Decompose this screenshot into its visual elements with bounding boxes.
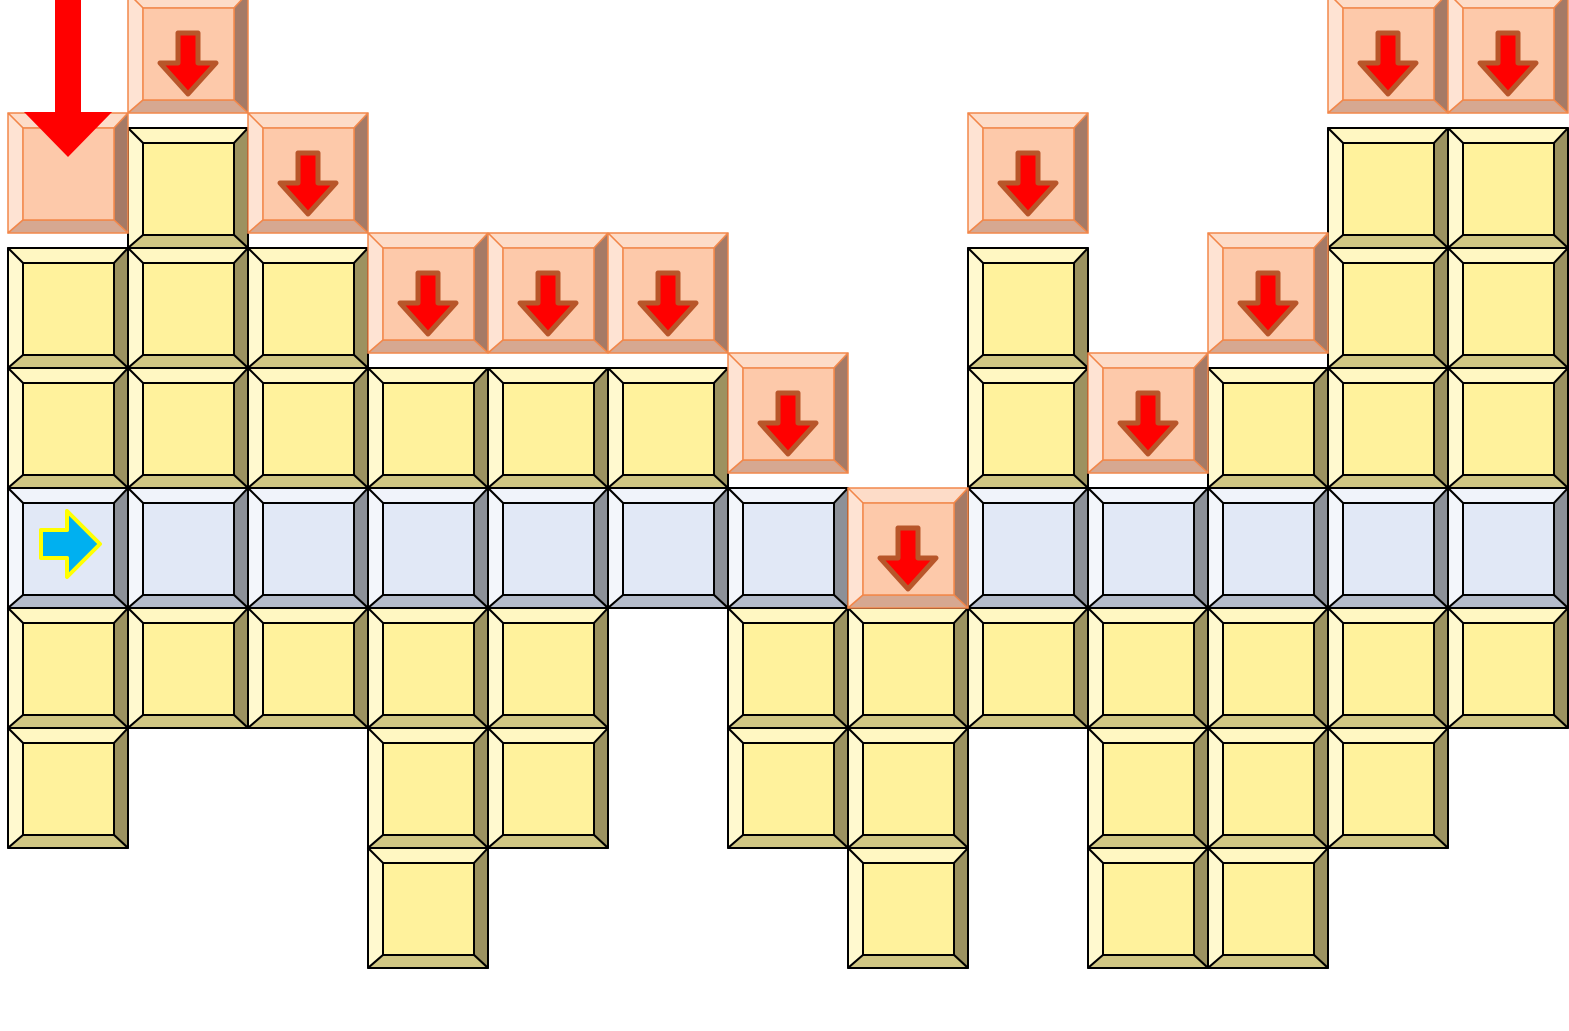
board-cell-yellow[interactable] [368, 608, 488, 728]
board-cell-yellow[interactable] [728, 728, 848, 848]
board-cell-yellow[interactable] [128, 248, 248, 368]
board-cell-blue[interactable] [608, 488, 728, 608]
board-cell-yellow[interactable] [248, 368, 368, 488]
board-cell-yellow[interactable] [1088, 608, 1208, 728]
board-cell-blue[interactable] [368, 488, 488, 608]
board-cell-blue[interactable] [488, 488, 608, 608]
board-cell-yellow[interactable] [488, 368, 608, 488]
board-cell-yellow[interactable] [1208, 608, 1328, 728]
board-cell-blue[interactable] [1328, 488, 1448, 608]
board-cell-yellow[interactable] [128, 608, 248, 728]
board-cell-yellow[interactable] [1328, 128, 1448, 248]
board-cell-yellow[interactable] [1448, 608, 1568, 728]
board-cell-yellow[interactable] [8, 368, 128, 488]
board-cell-yellow[interactable] [128, 128, 248, 248]
board-cell-blue[interactable] [728, 488, 848, 608]
board-cell-yellow[interactable] [1088, 848, 1208, 968]
board-cell-yellow[interactable] [968, 368, 1088, 488]
board-cell-yellow[interactable] [8, 728, 128, 848]
board-cell-yellow[interactable] [1088, 728, 1208, 848]
board-cell-yellow[interactable] [1328, 248, 1448, 368]
board-cell-yellow[interactable] [248, 248, 368, 368]
board-cell-yellow[interactable] [8, 248, 128, 368]
board-cell-yellow[interactable] [1208, 848, 1328, 968]
board-cell-blue[interactable] [248, 488, 368, 608]
board-cell-yellow[interactable] [1328, 608, 1448, 728]
board-cell-yellow[interactable] [1208, 368, 1328, 488]
board-cell-yellow[interactable] [968, 608, 1088, 728]
board-cell-yellow[interactable] [1328, 728, 1448, 848]
board-cell-yellow[interactable] [1208, 728, 1328, 848]
board-cell-yellow[interactable] [128, 368, 248, 488]
board-cell-yellow[interactable] [368, 848, 488, 968]
board-cell-blue[interactable] [1088, 488, 1208, 608]
board-cell-yellow[interactable] [8, 608, 128, 728]
board-cell-yellow[interactable] [248, 608, 368, 728]
board-cell-yellow[interactable] [1448, 128, 1568, 248]
board-cell-blue[interactable] [1448, 488, 1568, 608]
board-cell-yellow[interactable] [368, 728, 488, 848]
board-cell-yellow[interactable] [1448, 368, 1568, 488]
board-cell-blue[interactable] [128, 488, 248, 608]
board-cell-yellow[interactable] [1328, 368, 1448, 488]
board-cell-yellow[interactable] [368, 368, 488, 488]
board-cell-yellow[interactable] [848, 608, 968, 728]
board-cell-blue[interactable] [1208, 488, 1328, 608]
board-cell-yellow[interactable] [608, 368, 728, 488]
board-cell-yellow[interactable] [1448, 248, 1568, 368]
board-cell-yellow[interactable] [848, 728, 968, 848]
board-cell-yellow[interactable] [488, 608, 608, 728]
board-cell-yellow[interactable] [968, 248, 1088, 368]
board-cell-yellow[interactable] [848, 848, 968, 968]
board-cell-yellow[interactable] [728, 608, 848, 728]
board-cell-blue[interactable] [968, 488, 1088, 608]
board-cell-yellow[interactable] [488, 728, 608, 848]
